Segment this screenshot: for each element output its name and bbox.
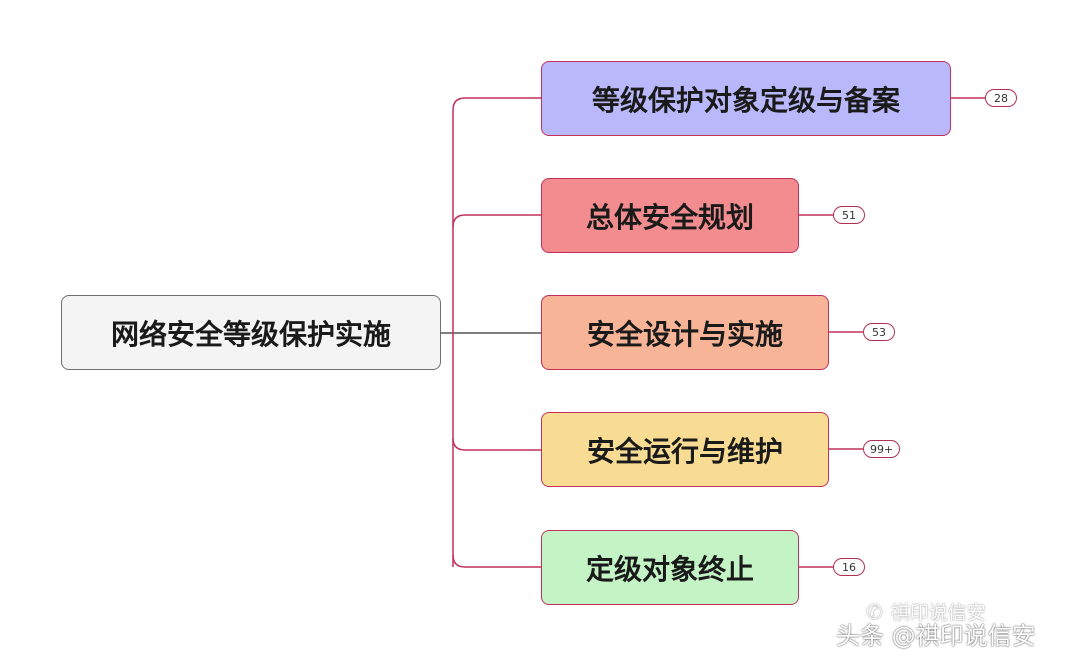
- subtopic-count-badge[interactable]: 51: [833, 206, 865, 224]
- subtopic-count-badge[interactable]: 99+: [863, 440, 901, 458]
- subtopic-count-badge[interactable]: 16: [833, 558, 865, 576]
- watermark-top-text: 祺印说信安: [890, 602, 986, 624]
- root-topic-label: 网络安全等级保护实施: [110, 317, 391, 351]
- branch-topic-termination[interactable]: 定级对象终止: [541, 530, 799, 605]
- branch-topic-grading-filing[interactable]: 等级保护对象定级与备案: [541, 61, 951, 136]
- branch-connector-1: [452, 214, 541, 228]
- branch-topic-overall-planning[interactable]: 总体安全规划: [541, 178, 799, 253]
- branch-topic-design-implementation[interactable]: 安全设计与实施: [541, 295, 829, 370]
- watermark-bottom-text: 头条 @祺印说信安: [836, 622, 1036, 650]
- watermark-wechat: ✆ 祺印说信安: [866, 598, 986, 625]
- branch-connector-4: [452, 554, 541, 568]
- subtopic-count-badge[interactable]: 28: [985, 89, 1017, 107]
- branch-topic-label: 定级对象终止: [585, 552, 754, 586]
- branch-topic-label: 等级保护对象定级与备案: [591, 83, 900, 117]
- subtopic-count-badge[interactable]: 53: [863, 323, 895, 341]
- wechat-icon: ✆: [866, 599, 883, 624]
- branch-topic-label: 安全运行与维护: [586, 434, 783, 468]
- branch-topic-label: 总体安全规划: [585, 200, 754, 234]
- branch-topic-label: 安全设计与实施: [586, 317, 783, 351]
- branch-topic-operation-maintenance[interactable]: 安全运行与维护: [541, 412, 829, 487]
- watermark-toutiao: 头条 @祺印说信安: [836, 616, 1036, 651]
- root-topic[interactable]: 网络安全等级保护实施: [61, 295, 441, 370]
- branch-connector-3: [452, 437, 541, 451]
- branch-connector-vertical: [452, 97, 541, 567]
